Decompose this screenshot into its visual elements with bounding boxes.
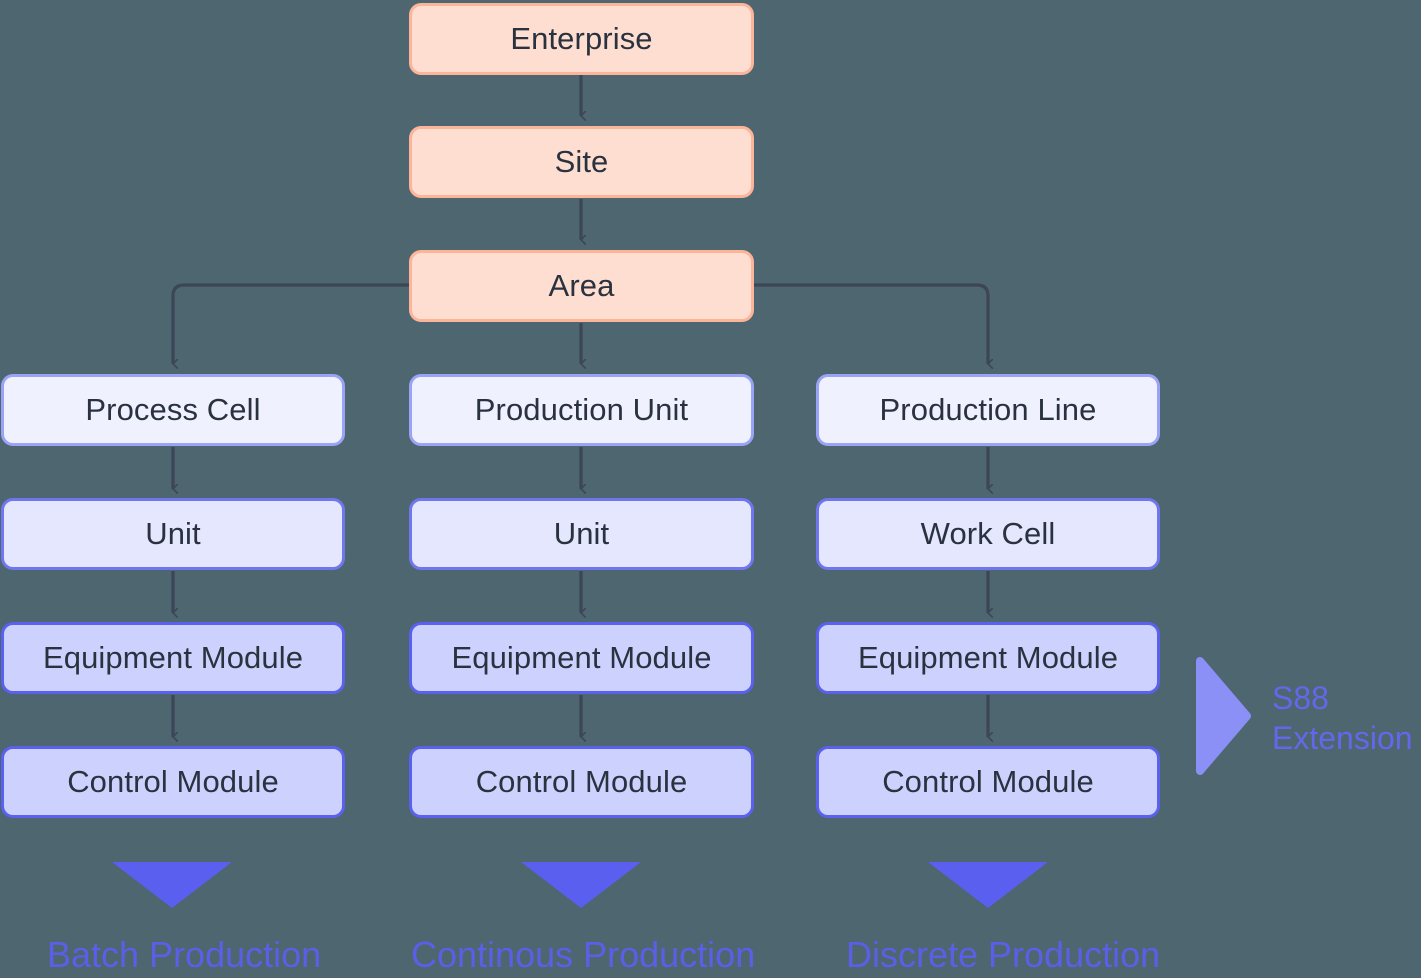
node-production-line[interactable]: Production Line (816, 374, 1160, 446)
node-process-cell[interactable]: Process Cell (1, 374, 345, 446)
node-area[interactable]: Area (409, 250, 754, 322)
outcome-label-continuous: Continous Production (411, 934, 756, 975)
node-control-module-batch[interactable]: Control Module (1, 746, 345, 818)
node-site[interactable]: Site (409, 126, 754, 198)
discrete-outcome-triangle-icon (928, 862, 1048, 908)
connector-area-process-cell (171, 283, 409, 364)
node-unit-continuous-label: Unit (553, 516, 610, 551)
node-work-cell-label: Work Cell (920, 516, 1056, 551)
outcome-label-discrete: Discrete Production (846, 934, 1161, 975)
node-control-module-batch-label: Control Module (67, 764, 279, 799)
node-control-module-continuous-label: Control Module (475, 764, 688, 799)
connector-area-production-line (754, 283, 988, 364)
node-production-unit[interactable]: Production Unit (409, 374, 754, 446)
node-production-line-label: Production Line (879, 392, 1097, 427)
batch-outcome-triangle-icon (112, 862, 232, 908)
outcome-label-batch: Batch Production (47, 934, 322, 975)
node-enterprise-label: Enterprise (510, 21, 653, 56)
node-equipment-module-discrete-label: Equipment Module (857, 640, 1119, 675)
node-equipment-module-batch-label: Equipment Module (42, 640, 304, 675)
s88-extension-annotation: S88 Extension (1272, 678, 1413, 758)
node-control-module-discrete[interactable]: Control Module (816, 746, 1160, 818)
s88-extension-arrow-icon (1196, 657, 1251, 775)
node-control-module-continuous[interactable]: Control Module (409, 746, 754, 818)
node-equipment-module-continuous-label: Equipment Module (451, 640, 712, 675)
s88-extension-line-1: S88 (1272, 680, 1329, 716)
s88-extension-line-2: Extension (1272, 720, 1413, 756)
continuous-outcome-triangle-icon (521, 862, 641, 908)
node-enterprise[interactable]: Enterprise (409, 3, 754, 75)
node-equipment-module-discrete[interactable]: Equipment Module (816, 622, 1160, 694)
node-area-label: Area (548, 268, 615, 303)
node-control-module-discrete-label: Control Module (882, 764, 1094, 799)
node-unit-continuous[interactable]: Unit (409, 498, 754, 570)
node-equipment-module-batch[interactable]: Equipment Module (1, 622, 345, 694)
node-work-cell[interactable]: Work Cell (816, 498, 1160, 570)
node-process-cell-label: Process Cell (85, 392, 261, 427)
node-unit-batch-label: Unit (145, 516, 201, 551)
node-production-unit-label: Production Unit (474, 392, 689, 427)
node-equipment-module-continuous[interactable]: Equipment Module (409, 622, 754, 694)
node-site-label: Site (554, 144, 609, 179)
node-unit-batch[interactable]: Unit (1, 498, 345, 570)
